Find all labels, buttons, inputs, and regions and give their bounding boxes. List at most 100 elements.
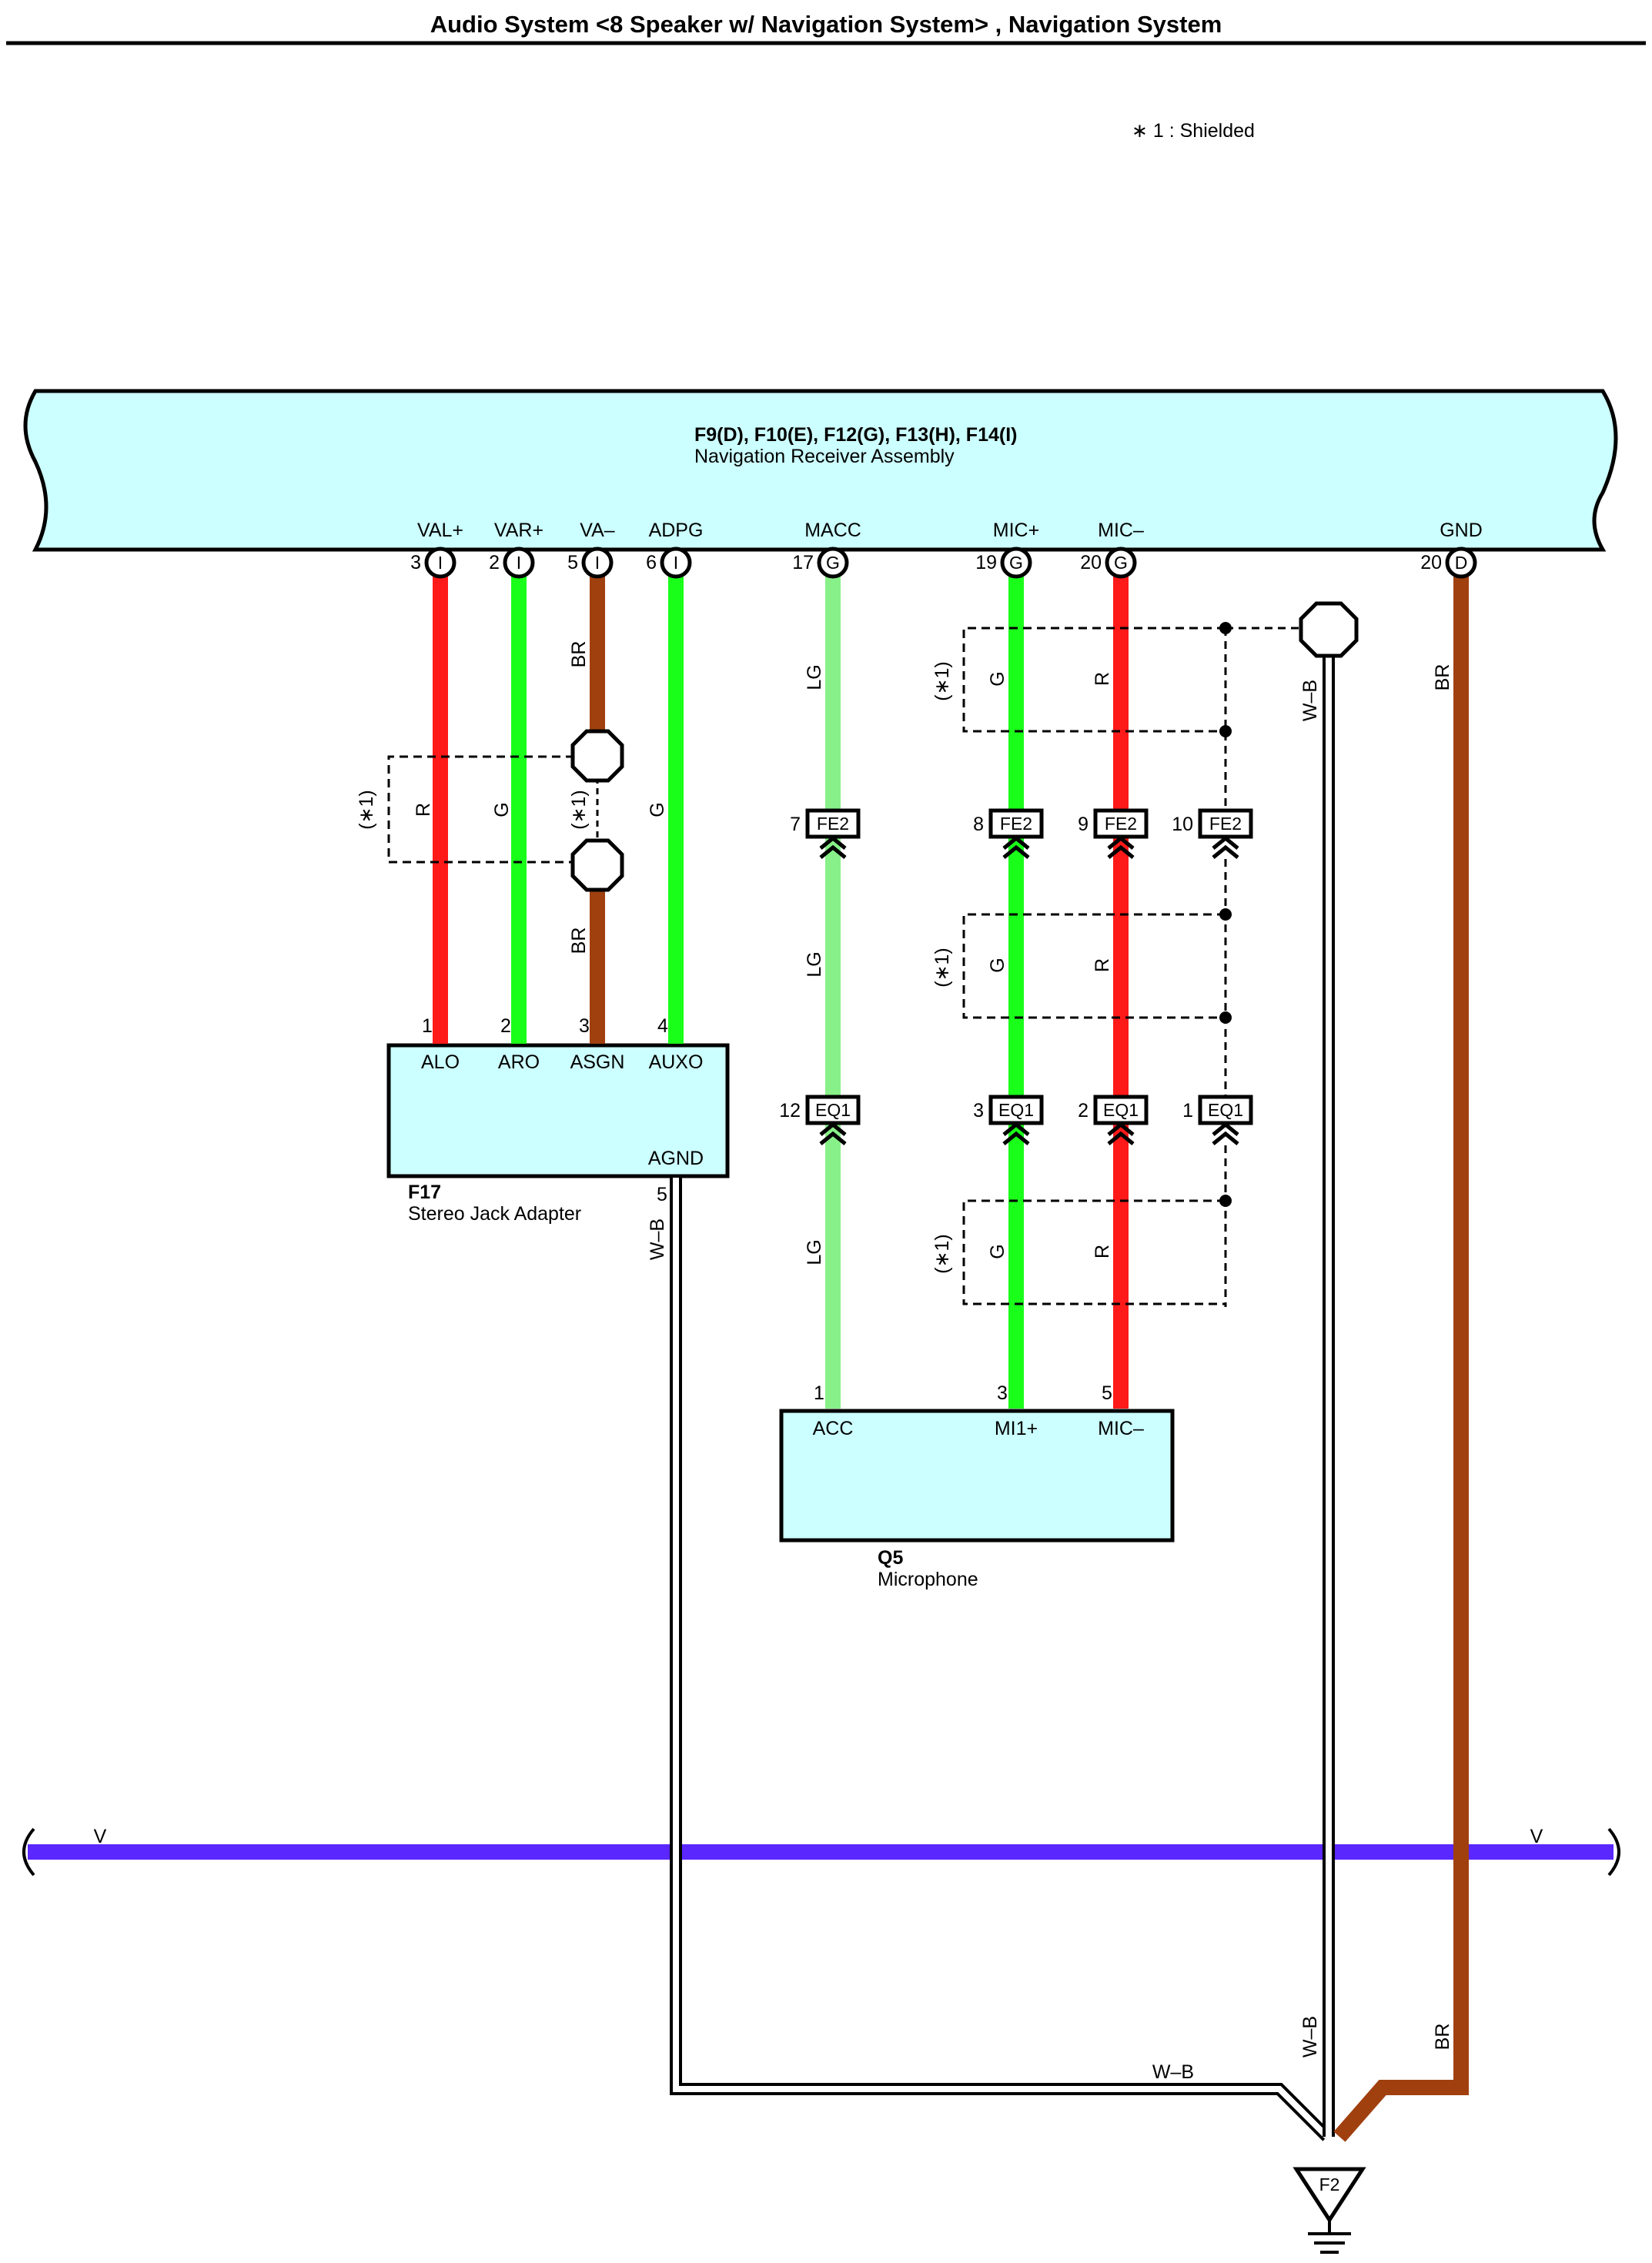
splice-octagon-mic — [1299, 601, 1359, 658]
terminal-gnd: GND — [1440, 520, 1483, 541]
shield-note: ∗ 1 : Shielded — [1132, 120, 1255, 142]
wire-color-r-mic-1: R — [1092, 672, 1113, 686]
pin-circle — [424, 547, 456, 579]
wire-color-br-gnd-lower: BR — [1432, 2024, 1453, 2051]
wire-color-wb-lower: W–B — [1299, 2016, 1321, 2057]
bus-break-right — [1607, 1827, 1620, 1877]
eq1-connectors: 12 EQ1 3 EQ1 2 EQ1 1 EQ1 — [779, 1095, 1253, 1145]
wire-wb-agnd-fill — [673, 1178, 1329, 2139]
ground-point-f2: F2 — [1293, 2167, 1366, 2254]
connector-pin-number: 12 — [779, 1100, 801, 1121]
mic-pin-1: 1 — [814, 1382, 824, 1404]
wire-color-g-mic-2: G — [987, 958, 1008, 972]
jack-terminal-asgn: ASGN — [570, 1051, 625, 1073]
connector-chevron — [1107, 835, 1135, 859]
mic-terminal-acc: ACC — [813, 1418, 854, 1439]
receiver-pin-code: D — [1455, 553, 1468, 573]
receiver-pin-number: 17 — [792, 552, 814, 573]
shield-jack — [387, 755, 574, 864]
receiver-pin-number: 20 — [1420, 552, 1442, 573]
receiver-name: Navigation Receiver Assembly — [694, 446, 955, 467]
connector-code: EQ1 — [998, 1100, 1034, 1120]
wire-color-br-lower: BR — [568, 928, 590, 954]
eq1-connector-1: 1 EQ1 — [1182, 1095, 1253, 1145]
connector-chevron — [819, 1121, 847, 1145]
receiver-pin-number: 6 — [646, 552, 657, 573]
wire-color-r-mic-2: R — [1092, 958, 1113, 972]
jack-pin-1: 1 — [422, 1015, 433, 1037]
receiver-pin-va-minus: 5 I — [567, 547, 614, 579]
jack-pin-2: 2 — [500, 1015, 511, 1037]
jack-wires: (∗1) (∗1) R G G BR BR — [356, 573, 684, 1044]
wire-color-lg-2: LG — [804, 951, 825, 977]
receiver-pin-number: 20 — [1080, 552, 1102, 573]
fe2-connector-9: 9 FE2 — [1078, 808, 1149, 859]
jack-terminal-auxo: AUXO — [649, 1051, 704, 1073]
wire-color-g-jack: G — [491, 802, 513, 817]
receiver-connectors: F9(D), F10(E), F12(G), F13(H), F14(I) — [694, 424, 1017, 446]
wire-color-g-mic-1: G — [987, 671, 1008, 686]
junction-dot-3 — [1219, 908, 1232, 921]
wire-color-r-jack: R — [413, 803, 434, 817]
fe2-connector-7: 7 FE2 — [790, 808, 861, 859]
pin-circle — [1445, 547, 1477, 579]
jack-terminal-aro: ARO — [498, 1051, 540, 1073]
terminal-mic-minus: MIC– — [1098, 520, 1144, 541]
connector-chevron — [1212, 835, 1239, 859]
receiver-pin-code: G — [1114, 553, 1128, 573]
connector-code: FE2 — [1000, 814, 1032, 834]
stereo-jack-id: F17 — [408, 1182, 441, 1203]
mic-terminal-mi1-plus: MI1+ — [995, 1418, 1038, 1439]
mic-terminal-mic-minus: MIC– — [1098, 1418, 1144, 1439]
terminal-mic-plus: MIC+ — [993, 520, 1039, 541]
connector-chevron — [1212, 1121, 1239, 1145]
mic-wires: (∗1) (∗1) (∗1) LG LG LG G G G R R R — [804, 573, 1307, 1409]
stereo-jack-body — [386, 1043, 730, 1178]
microphone-body — [779, 1409, 1175, 1543]
connector-pin-number: 2 — [1078, 1100, 1089, 1121]
shield-label-mic-2: (∗1) — [931, 948, 953, 988]
terminal-macc: MACC — [804, 520, 861, 541]
wire-wb-agnd-outline — [670, 1178, 1332, 2141]
receiver-pin-adpg: 6 I — [646, 547, 692, 579]
fe2-connector-8: 8 FE2 — [973, 808, 1044, 859]
violet-bus: V V — [22, 1826, 1620, 1877]
ground-label: F2 — [1319, 2174, 1340, 2194]
microphone-name: Microphone — [878, 1569, 978, 1590]
connector-code: EQ1 — [1208, 1100, 1243, 1120]
receiver-pin-macc: 17 G — [792, 547, 849, 579]
jack-pin-4: 4 — [657, 1015, 668, 1037]
wire-color-v-left: V — [94, 1826, 107, 1847]
connector-pin-number: 8 — [973, 814, 984, 835]
connector-box — [988, 1095, 1044, 1125]
connector-code: FE2 — [1105, 814, 1137, 834]
connector-pin-number: 7 — [790, 814, 801, 835]
mic-pin-3: 3 — [997, 1382, 1008, 1404]
wire-color-r-mic-3: R — [1092, 1245, 1113, 1259]
wire-color-wb-horizontal: W–B — [1152, 2061, 1194, 2083]
wire-color-wb-upper: W–B — [1299, 680, 1321, 721]
receiver-pin-var: 2 I — [489, 547, 535, 579]
splice-octagon-upper — [570, 729, 624, 783]
connector-code: FE2 — [817, 814, 849, 834]
receiver-pin-code: G — [1009, 553, 1023, 573]
ground-wires: W–B W–B W–B W–B BR BR — [647, 573, 1469, 2142]
microphone-id: Q5 — [878, 1547, 903, 1569]
bus-break-left — [22, 1827, 35, 1877]
connector-chevron — [819, 835, 847, 859]
terminal-val-plus: VAL+ — [417, 520, 463, 541]
receiver-body — [23, 389, 1618, 552]
shield-mic-2 — [962, 913, 1226, 1019]
connector-code: EQ1 — [1103, 1100, 1139, 1120]
receiver-pin-number: 3 — [410, 552, 421, 573]
receiver-pin-code: I — [595, 553, 600, 573]
junction-dot-1 — [1219, 622, 1232, 634]
receiver-pin-mic-plus: 19 G — [975, 547, 1032, 579]
connector-pin-number: 9 — [1078, 814, 1089, 835]
connector-chevron — [1002, 1121, 1030, 1145]
connector-code: FE2 — [1209, 814, 1242, 834]
pin-circle — [503, 547, 535, 579]
terminal-va-minus: VA– — [580, 520, 614, 541]
diagram-title: Audio System <8 Speaker w/ Navigation Sy… — [430, 11, 1222, 38]
pin-circle — [1105, 547, 1137, 579]
